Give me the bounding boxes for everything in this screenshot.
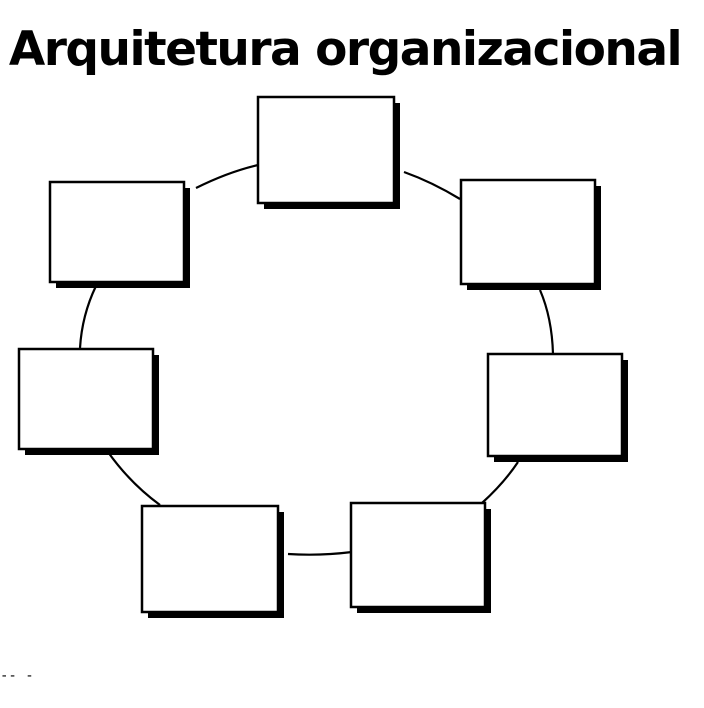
box-upper-right	[459, 178, 601, 290]
box-left	[17, 347, 159, 455]
connector-lower-right-lower-left	[287, 550, 353, 556]
connector-top-upper-right	[403, 170, 461, 200]
connector-upper-right-right	[538, 289, 555, 355]
connector-lower-left-left	[107, 451, 161, 506]
box-right	[486, 352, 628, 462]
box-upper-left	[48, 180, 190, 288]
connector-upper-left-top	[195, 163, 259, 189]
diagram-title: Arquitetura organizacional	[8, 22, 683, 77]
box-top	[256, 95, 400, 209]
box-lower-left	[140, 504, 284, 618]
connector-left-upper-left	[78, 285, 97, 349]
box-lower-right	[349, 501, 491, 613]
connector-right-lower-right	[481, 461, 519, 504]
footer-dash-mark: -- -	[0, 668, 34, 684]
